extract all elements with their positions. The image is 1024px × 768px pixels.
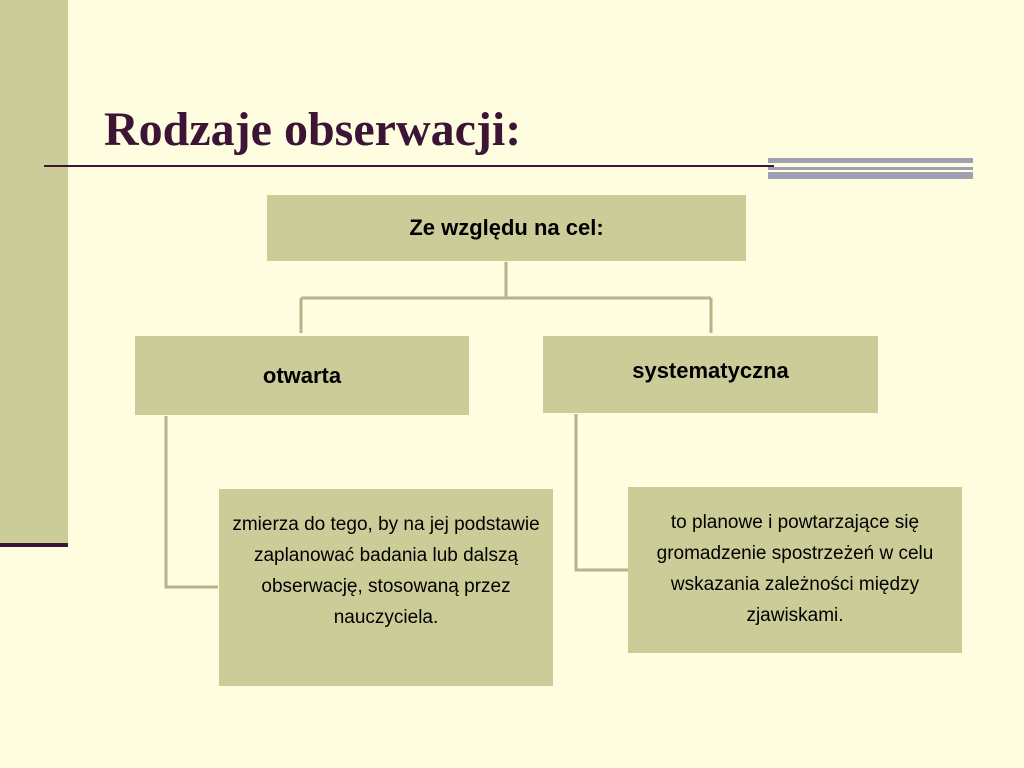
- branch-box-otwarta: otwarta: [135, 336, 469, 415]
- title-accent-bars: [768, 158, 973, 179]
- side-underline: [0, 543, 68, 547]
- root-label: Ze względu na cel:: [409, 215, 604, 240]
- description-box-systematyczna: to planowe i powtarzające się gromadzeni…: [628, 487, 962, 653]
- connector-otwarta-to-description: [164, 416, 218, 589]
- side-bar: [0, 0, 68, 546]
- title-rule: [44, 165, 774, 167]
- connector-systematyczna-to-description: [574, 414, 628, 572]
- description-otwarta: zmierza do tego, by na jej podstawie zap…: [232, 514, 540, 628]
- root-box: Ze względu na cel:: [267, 195, 746, 261]
- description-box-otwarta: zmierza do tego, by na jej podstawie zap…: [219, 489, 553, 686]
- description-systematyczna: to planowe i powtarzające się gromadzeni…: [656, 512, 934, 626]
- slide-title: Rodzaje obserwacji:: [104, 103, 522, 156]
- branch-box-systematyczna: systematyczna: [543, 336, 878, 413]
- branch-label-otwarta: otwarta: [262, 362, 342, 388]
- branch-label-systematyczna: systematyczna: [632, 358, 789, 383]
